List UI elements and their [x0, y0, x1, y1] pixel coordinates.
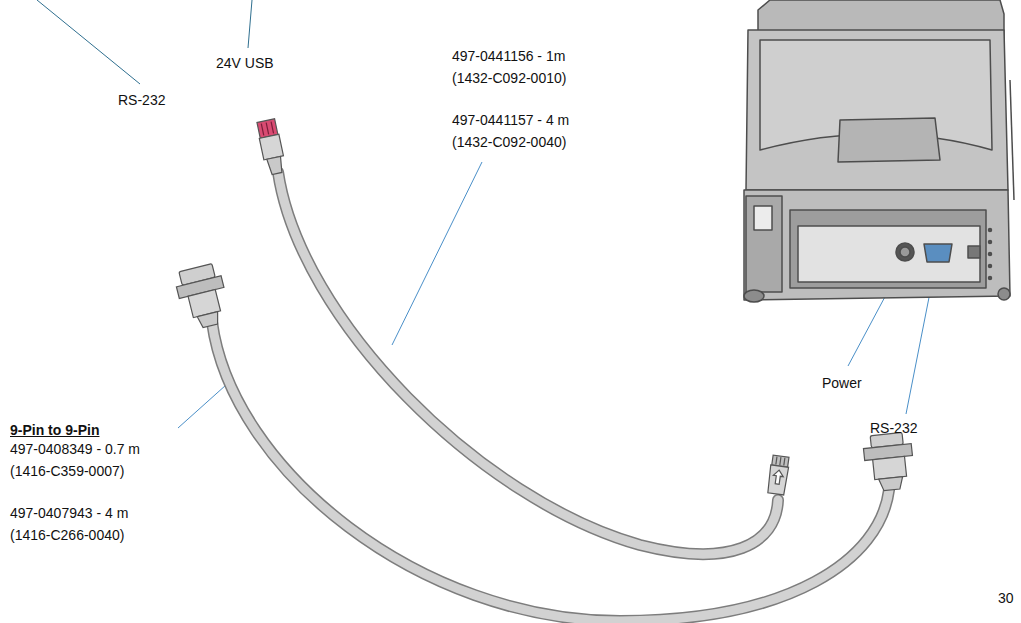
usb-plug: [256, 119, 287, 176]
part-number: 497-0408349 - 0.7 m: [10, 441, 140, 457]
page-number: 30: [998, 590, 1014, 606]
power-plug: [767, 455, 790, 495]
leader-line: [37, 0, 140, 84]
part-number: (1432-C092-0040): [452, 134, 566, 150]
port-label: RS-232: [870, 420, 917, 436]
leader-line: [392, 162, 482, 345]
printer: [744, 0, 1014, 302]
connector-label: 24V USB: [216, 55, 274, 71]
part-number: 497-0441156 - 1m: [452, 48, 565, 64]
rs232-cable: [212, 322, 889, 621]
part-number: (1416-C359-0007): [10, 463, 124, 479]
cables: [212, 172, 889, 621]
db9-connector: [862, 432, 916, 493]
power-cable: [278, 172, 778, 554]
port-label: Power: [822, 375, 862, 391]
connector-label: RS-232: [118, 92, 165, 108]
cable-heading: 9-Pin to 9-Pin: [10, 422, 99, 438]
leader-line: [248, 0, 252, 48]
leader-lines: [37, 0, 252, 84]
db9-connector: [173, 262, 232, 331]
leader-line: [178, 385, 226, 428]
part-number: (1432-C092-0010): [452, 70, 566, 86]
part-number: 497-0407943 - 4 m: [10, 505, 128, 521]
part-number: 497-0441157 - 4 m: [452, 112, 569, 128]
part-number: (1416-C266-0040): [10, 527, 124, 543]
